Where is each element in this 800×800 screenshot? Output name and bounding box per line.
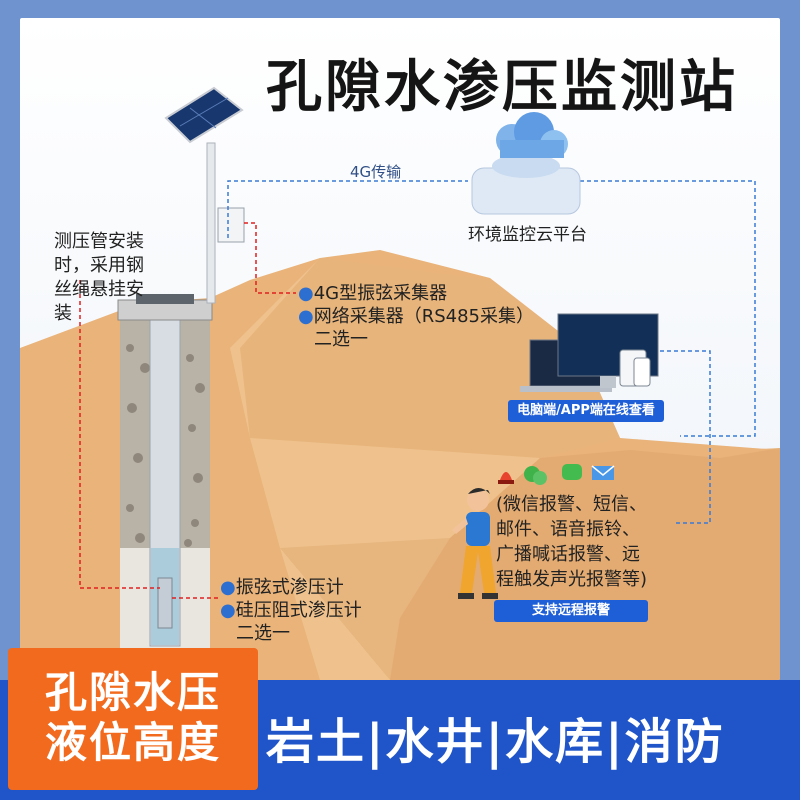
link-app [660, 350, 711, 524]
mail-icon [591, 465, 615, 480]
remote-alarm-badge: 支持远程报警 [494, 600, 648, 622]
cloud-platform-label: 环境监控云平台 [468, 225, 587, 245]
bullet-dot-icon: ● [220, 600, 236, 621]
measure-badge-line: 孔隙水压 [44, 668, 221, 717]
collector-item: 4G型振弦采集器 [313, 283, 448, 304]
measure-badge-line: 液位高度 [44, 718, 221, 767]
alarm-line: 程触发声光报警等) [496, 569, 648, 590]
step-lower [280, 448, 780, 680]
panel-line [179, 97, 229, 127]
install-note-line: 测压管安装 [54, 231, 144, 252]
alarm-line: (微信报警、短信、 [496, 494, 648, 515]
pole [206, 142, 216, 304]
page-title: 孔隙水渗压监测站 [266, 55, 738, 120]
online-view-badge: 电脑端/APP端在线查看 [508, 400, 664, 422]
collector-box [217, 207, 245, 243]
alarm-line: 邮件、语音振铃、 [496, 519, 640, 540]
cap-plate [136, 294, 194, 304]
install-note-line: 时，采用钢 [54, 255, 144, 276]
alarm-line: 广播喊话报警、远 [496, 544, 640, 565]
collector-item: 网络采集器（RS485采集） [313, 306, 535, 327]
alarm-light-icon [498, 472, 514, 484]
install-note-line: 丝绳悬挂安 [54, 279, 144, 300]
gravel [126, 344, 205, 547]
sensor-choice: 二选一 [236, 623, 290, 644]
sensor-item: 振弦式渗压计 [235, 577, 344, 598]
sensor-body [157, 577, 173, 629]
cloud-platform-icon [471, 112, 581, 215]
illustration-canvas: 孔隙水渗压监测站 4G传输 环境监控云平台 测压管安装 时，采用钢 丝绳悬挂安 … [20, 18, 780, 680]
bullet-dot-icon: ● [298, 306, 314, 327]
sensor-labels: ●振弦式渗压计 ●硅压阻式渗压计 二选一 [220, 576, 362, 645]
panel-line [189, 107, 217, 129]
link-cloud-right [580, 180, 756, 437]
link-collector [244, 222, 296, 294]
devices-icon [520, 313, 659, 392]
transmission-label: 4G传输 [350, 163, 402, 181]
bullet-dot-icon: ● [298, 283, 314, 304]
collector-labels: ●4G型振弦采集器 ●网络采集器（RS485采集） 二选一 [298, 282, 534, 351]
wechat-icon [524, 466, 547, 485]
application-tagline: 岩土|水井|水库|消防 [266, 714, 725, 770]
bullet-dot-icon: ● [220, 577, 236, 598]
sensor-item: 硅压阻式渗压计 [235, 600, 362, 621]
measure-badge: 孔隙水压 液位高度 [8, 648, 258, 790]
collector-choice: 二选一 [314, 329, 368, 350]
sms-icon [562, 464, 582, 480]
solar-panel [164, 86, 244, 144]
alarm-methods: (微信报警、短信、 邮件、语音振铃、 广播喊话报警、远 程触发声光报警等) [496, 492, 647, 592]
person-illustration [452, 488, 498, 599]
install-note: 测压管安装 时，采用钢 丝绳悬挂安 装 [54, 230, 164, 326]
install-note-line: 装 [54, 303, 72, 324]
link-sensor [79, 280, 160, 589]
link-4g [227, 180, 468, 238]
